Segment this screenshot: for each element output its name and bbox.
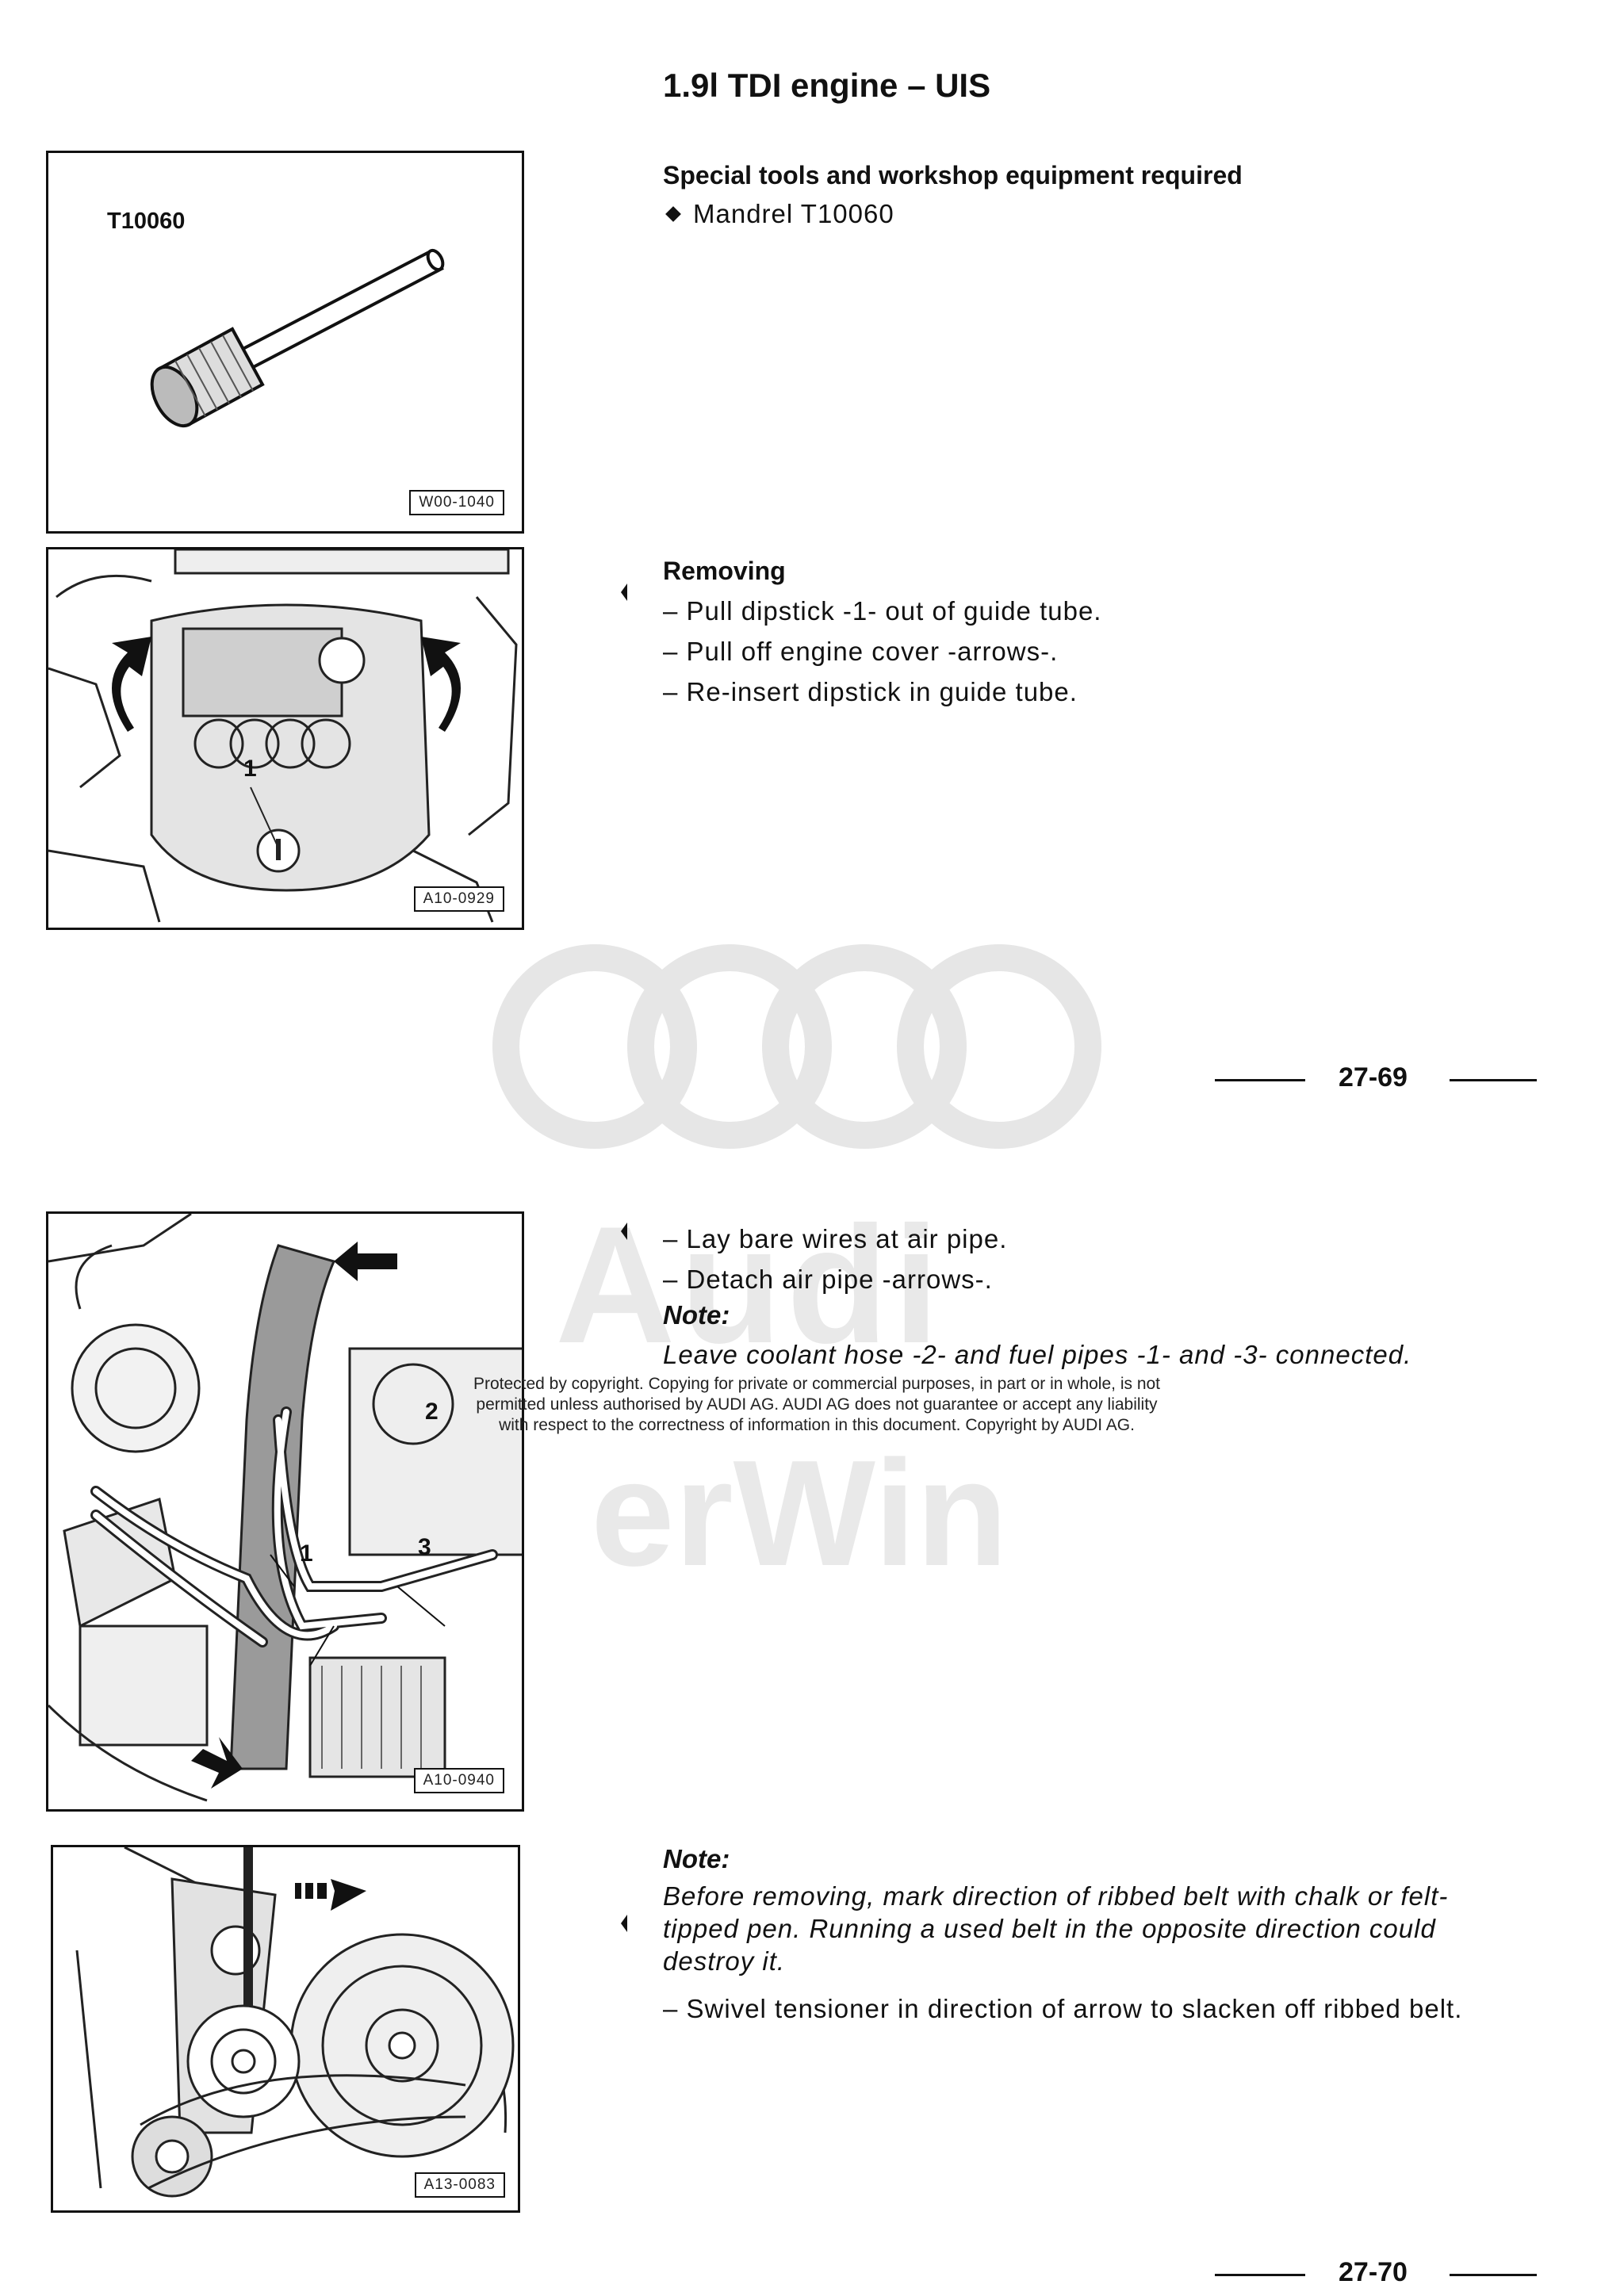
- left-triangle-marker-icon: [621, 1223, 627, 1240]
- section-heading-tools: Special tools and workshop equipment req…: [663, 161, 1243, 189]
- step-item: – Detach air pipe -arrows-.: [663, 1265, 993, 1294]
- left-triangle-marker-icon: [621, 1915, 627, 1932]
- page-rule-left: [1215, 2274, 1305, 2276]
- note-text: Before removing, mark direction of ribbe…: [663, 1880, 1448, 1977]
- tool-label: T10060: [107, 209, 186, 234]
- note-text-line: Before removing, mark direction of ribbe…: [663, 1881, 1449, 1911]
- air-pipe-illustration: [48, 1214, 522, 1802]
- figure-code: W00-1040: [409, 490, 504, 515]
- note-label: Note:: [663, 1300, 730, 1330]
- left-triangle-marker-icon: [621, 584, 627, 601]
- page-rule-right: [1450, 1079, 1537, 1081]
- mandrel-illustration: [150, 248, 445, 428]
- page-title: 1.9l TDI engine – UIS: [663, 67, 991, 104]
- step-list: – Pull dipstick -1- out of guide tube. –…: [663, 591, 1101, 712]
- audi-rings-watermark: [492, 944, 1101, 1149]
- engine-cover-illustration: [48, 549, 518, 923]
- page-rule-left: [1215, 1079, 1305, 1081]
- figure-code: A10-0929: [413, 886, 504, 912]
- page-number: 27-70: [1339, 2257, 1408, 2287]
- figure-engine-cover: 1 A10-0929: [46, 547, 524, 930]
- page-number: 27-69: [1339, 1062, 1408, 1093]
- page-rule-right: [1450, 2274, 1537, 2276]
- step-item: – Lay bare wires at air pipe.: [663, 1224, 1008, 1253]
- callout-1: 1: [300, 1540, 313, 1567]
- erwin-wordmark-watermark: erWin: [591, 1429, 1009, 1598]
- belt-tensioner-illustration: [75, 1847, 515, 2198]
- figure-mandrel-tool: T10060 W00-1040: [46, 151, 524, 534]
- step-list: – Lay bare wires at air pipe. – Detach a…: [663, 1219, 1007, 1299]
- section-heading-removing: Removing: [663, 557, 786, 585]
- copyright-line: with respect to the correctness of infor…: [499, 1416, 1135, 1434]
- copyright-line: Protected by copyright. Copying for priv…: [473, 1375, 1161, 1393]
- copyright-line: permitted unless authorised by AUDI AG. …: [476, 1395, 1158, 1414]
- step-item: – Re-insert dipstick in guide tube.: [663, 677, 1078, 706]
- step-item: – Swivel tensioner in direction of arrow…: [663, 1994, 1463, 2023]
- step-list: – Swivel tensioner in direction of arrow…: [663, 1988, 1462, 2029]
- figure-code: A10-0940: [413, 1768, 504, 1793]
- figure-air-pipe: 2 1 3 A10-0940: [46, 1211, 524, 1812]
- figure-code: A13-0083: [414, 2172, 505, 2198]
- step-item: – Pull off engine cover -arrows-.: [663, 637, 1059, 666]
- callout-1: 1: [243, 756, 257, 782]
- step-item: – Pull dipstick -1- out of guide tube.: [663, 596, 1102, 626]
- note-text-line: tipped pen. Running a used belt in the o…: [663, 1914, 1436, 1943]
- callout-2: 2: [425, 1399, 439, 1425]
- copyright-notice: Protected by copyright. Copying for priv…: [412, 1374, 1221, 1436]
- note-text-line: destroy it.: [663, 1946, 786, 1976]
- figure-belt-tensioner: A13-0083: [51, 1845, 520, 2213]
- tool-list-item: Mandrel T10060: [663, 193, 894, 234]
- callout-3: 3: [418, 1534, 431, 1560]
- audi-wordmark-watermark: Audi: [555, 1192, 944, 1378]
- note-text: Leave coolant hose -2- and fuel pipes -1…: [663, 1340, 1412, 1369]
- note-label: Note:: [663, 1844, 730, 1873]
- diamond-bullet-icon: [665, 206, 681, 223]
